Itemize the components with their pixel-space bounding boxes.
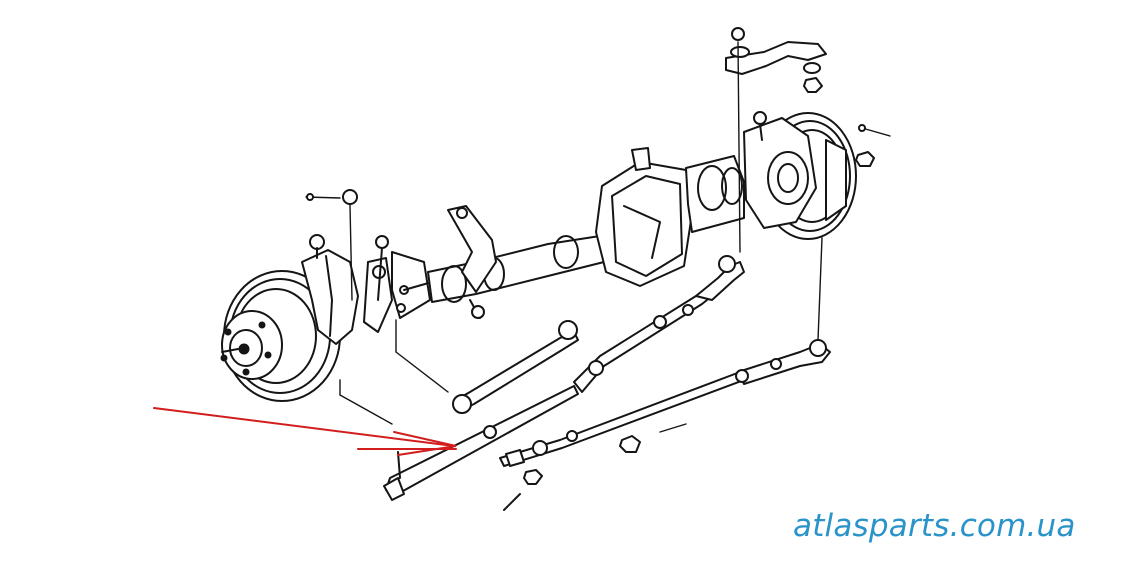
right-brake-disc [743,111,891,240]
watermark-text: atlasparts.com.ua [793,508,1076,544]
axle-bracket [391,251,433,319]
left-steering-knuckle [301,189,393,345]
steering-linkage [339,237,831,511]
pointer-arrows [153,407,457,456]
pitman-arm [725,27,827,253]
pointer-arrow-icon [153,407,455,447]
axle-housing [427,147,745,319]
left-brake-disc [220,270,341,402]
